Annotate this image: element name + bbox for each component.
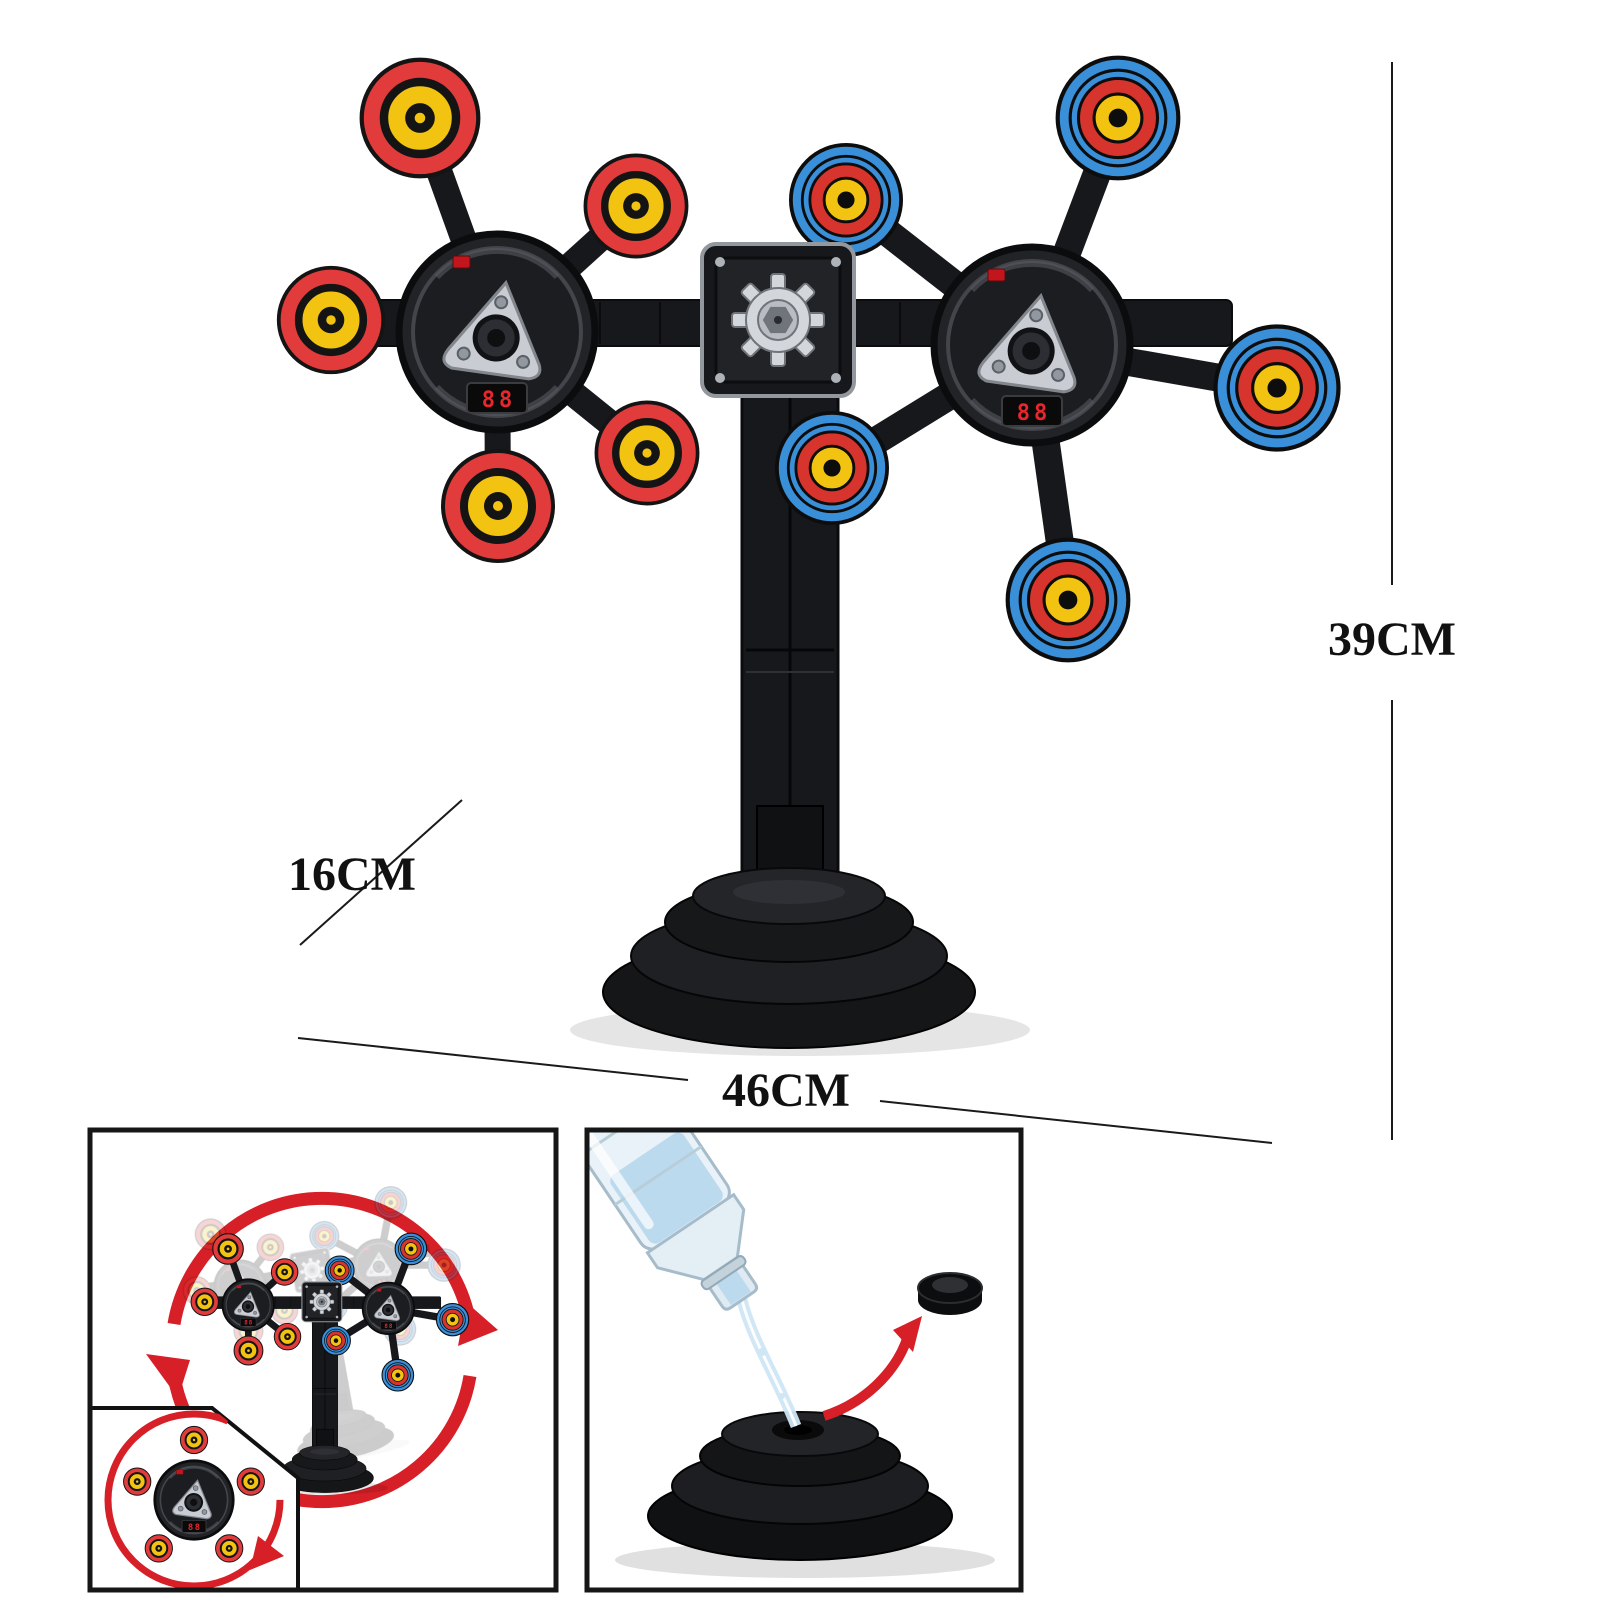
target-disc-right-3 <box>1216 327 1339 450</box>
dimension-line-depth <box>299 799 463 946</box>
water-droplet-icon <box>779 1393 785 1399</box>
target-disc-left-3 <box>279 268 384 373</box>
rotation-arrowhead-icon <box>146 1354 190 1398</box>
rotation-subinset-content <box>104 1410 284 1590</box>
fillable-base <box>647 1411 953 1561</box>
target-disc-left-1 <box>362 60 479 177</box>
rubber-plug-icon <box>917 1272 983 1315</box>
water-stream-highlight <box>740 1299 798 1427</box>
plug-arrowhead-icon <box>893 1316 922 1352</box>
rotation-arrowhead-icon <box>458 1302 498 1346</box>
target-disc-right-5 <box>1008 540 1129 661</box>
plug-recess <box>932 1277 968 1293</box>
gear-hub <box>700 242 856 398</box>
bolt-icon <box>831 257 841 267</box>
water-droplet-icon <box>758 1348 766 1356</box>
target-disc-left-4 <box>443 451 553 561</box>
stand-pole <box>740 384 840 907</box>
width-dimension-label: 46CM <box>722 1064 850 1117</box>
plug-arrow <box>822 1334 913 1421</box>
rotation-circle-arrow <box>104 1410 284 1590</box>
water-bottle-icon <box>587 1130 759 1311</box>
stand-base <box>602 867 976 1049</box>
target-disc-left-2 <box>585 155 686 256</box>
rotation-arrowhead-icon <box>250 1536 284 1570</box>
bolt-icon <box>831 373 841 383</box>
target-disc-right-2 <box>1058 58 1179 179</box>
dimension-line-width-left <box>297 1037 689 1081</box>
dimension-width: 46CM <box>297 1037 1273 1144</box>
bottle-thread-ring <box>700 1255 747 1291</box>
base-highlight <box>733 880 845 904</box>
target-disc-left-5 <box>596 402 697 503</box>
bolt-icon <box>715 257 725 267</box>
water-fill-demo-border <box>584 1127 1024 1593</box>
depth-dimension-label: 16CM <box>288 848 416 901</box>
gear-icon <box>731 273 825 367</box>
dimension-depth: 16CM <box>288 799 463 946</box>
water-fill-demo-inset <box>587 1130 995 1578</box>
rotor-hub-right <box>934 247 1130 443</box>
rotor-hub-left <box>399 234 595 430</box>
bolt-icon <box>715 373 725 383</box>
height-dimension-label: 39CM <box>1328 613 1456 666</box>
target-disc-right-1 <box>789 142 903 258</box>
target-stand-product <box>279 58 1339 1056</box>
dimension-height: 39CM <box>1328 62 1456 1140</box>
dimension-line-width-right <box>879 1100 1273 1144</box>
target-disc-right-4 <box>775 410 889 525</box>
fill-hole <box>784 1425 812 1435</box>
rotation-demo-border <box>87 1127 559 1593</box>
